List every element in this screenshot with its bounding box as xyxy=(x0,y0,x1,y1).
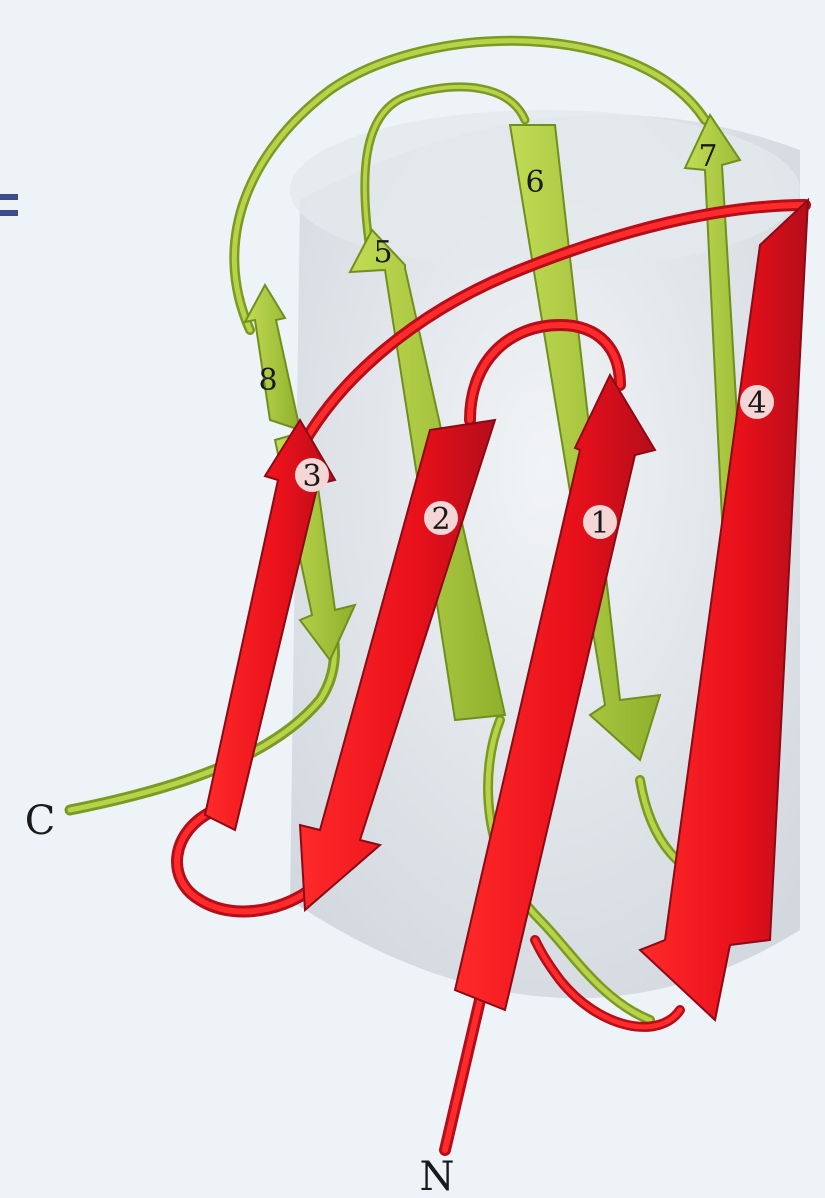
strand-1-label: 1 xyxy=(590,506,609,541)
strand-6-label: 6 xyxy=(525,165,544,200)
n-terminus-label: N xyxy=(420,1154,455,1198)
strand-8-label: 8 xyxy=(258,363,277,398)
strand-5-label: 5 xyxy=(373,235,392,270)
strand-4-label: 4 xyxy=(747,386,766,421)
strand-2-label: 2 xyxy=(431,502,450,537)
strand-8 xyxy=(245,285,300,430)
c-terminus-label: C xyxy=(25,798,56,844)
strand-7-label: 7 xyxy=(698,139,717,174)
strand-3-label: 3 xyxy=(302,459,321,494)
